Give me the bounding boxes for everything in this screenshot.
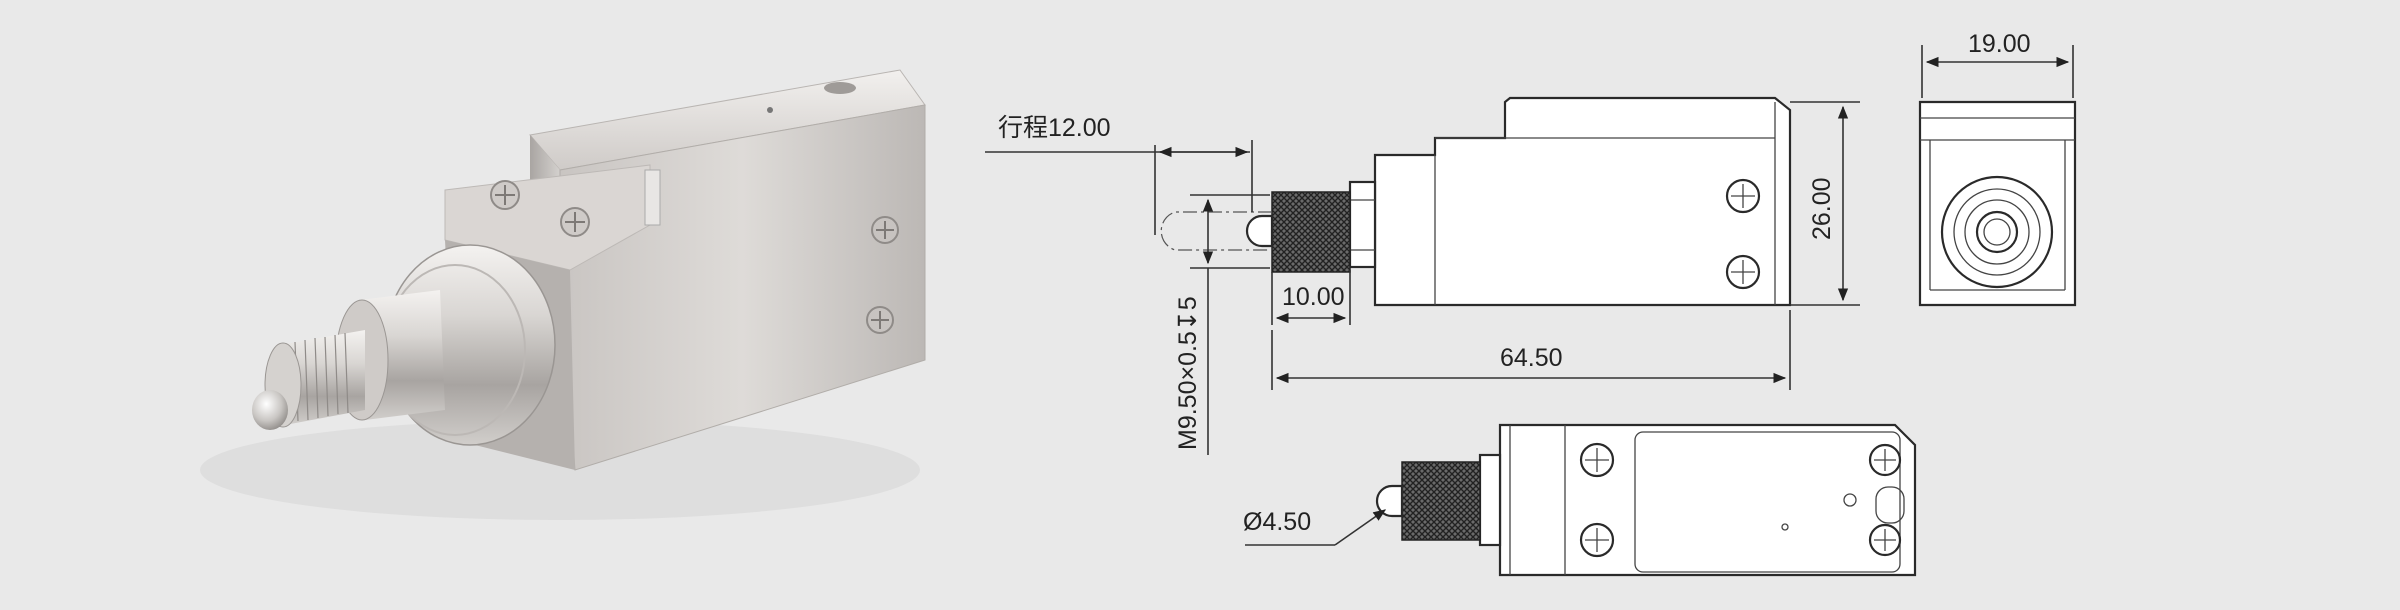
bottom-slot [1875, 486, 1905, 524]
plunger-extended [1160, 211, 1272, 251]
bottom-nut [1478, 453, 1502, 547]
dimension-lines [985, 101, 1860, 455]
sensor-3d-render [200, 69, 926, 520]
screw-icon [866, 306, 894, 334]
screw-icon [1868, 523, 1902, 557]
top-hole [767, 107, 773, 113]
screw-icon [1725, 178, 1761, 214]
bottom-hole [1843, 493, 1857, 507]
body-side-face [559, 104, 926, 471]
total-length-label: 64.50 [1500, 344, 1563, 372]
stroke-dimension-label: 行程12.00 [998, 114, 1111, 142]
end-plunger [1975, 210, 2019, 254]
step-edge [644, 169, 661, 226]
screw-icon [871, 216, 899, 244]
hex-nut [1348, 180, 1377, 269]
threaded-shaft [280, 330, 365, 425]
thread-length-label: 10.00 [1282, 283, 1345, 311]
bottom-tip [1375, 484, 1404, 518]
bottom-knurl [1401, 461, 1481, 541]
plunger-tip [1245, 214, 1274, 248]
body-outline [1373, 96, 1792, 307]
end-view-drawing [1918, 100, 2077, 307]
height-label: 26.00 [1808, 177, 1836, 240]
screw-icon [560, 207, 590, 237]
top-slot [824, 82, 856, 94]
bottom-view-drawing [1375, 423, 1917, 577]
end-dimension [1921, 45, 2074, 98]
side-view-drawing [1160, 96, 1792, 307]
bottom-body [1498, 423, 1917, 577]
tip-diameter-label: Ø4.50 [1243, 508, 1311, 536]
screw-icon [1579, 522, 1615, 558]
tip-leader [1245, 509, 1387, 546]
plunger-ball [252, 390, 288, 430]
screw-icon [1579, 442, 1615, 478]
screw-icon [490, 180, 520, 210]
screw-icon [1725, 254, 1761, 290]
screw-icon [1868, 443, 1902, 477]
bottom-pin [1781, 523, 1789, 531]
width-label: 19.00 [1968, 30, 2031, 58]
thread-knurl [1271, 191, 1351, 273]
shadow [200, 420, 920, 520]
thread-spec-label: M9.50×0.5↧5 [1174, 296, 1202, 450]
